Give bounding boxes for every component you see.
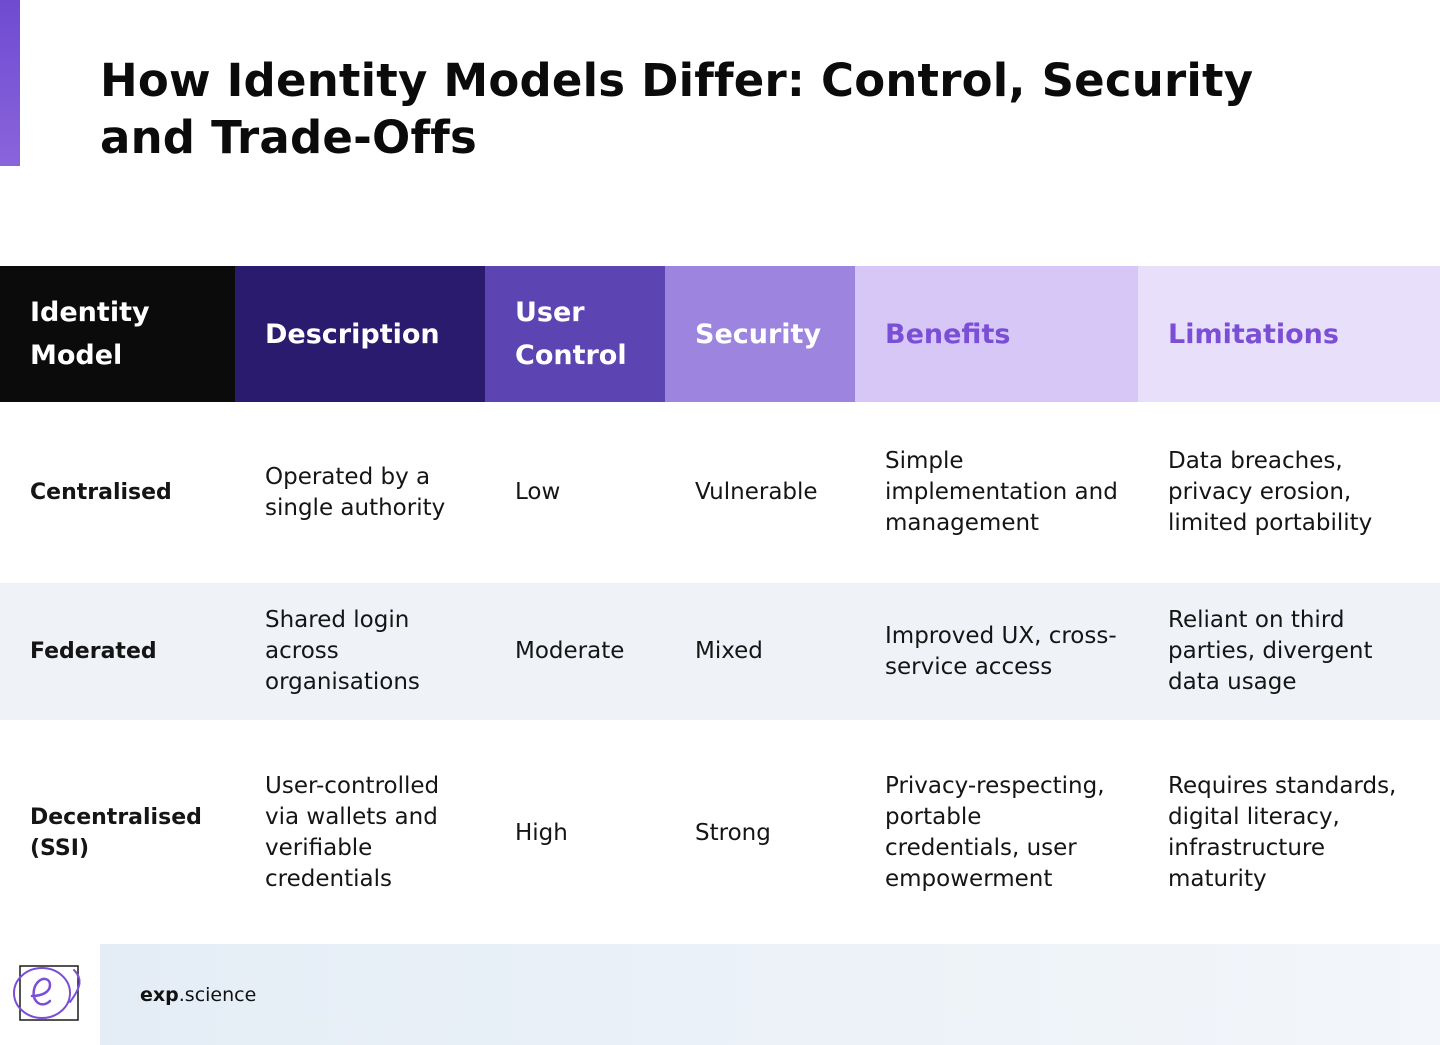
cell-user-control: High — [485, 720, 665, 946]
cell-limitations: Requires standards, digital literacy, in… — [1138, 720, 1440, 946]
table-row: Decentralised (SSI) User-controlled via … — [0, 720, 1440, 946]
page-title: How Identity Models Differ: Control, Sec… — [100, 54, 1254, 164]
table-header: Identity Model Description User Control … — [0, 266, 1440, 402]
cell-benefits: Simple implementation and management — [855, 402, 1138, 583]
cell-limitations: Data breaches, privacy erosion, limited … — [1138, 402, 1440, 583]
cell-benefits: Privacy-respecting, portable credentials… — [855, 720, 1138, 946]
cell-limitations: Reliant on third parties, divergent data… — [1138, 583, 1440, 720]
cell-description: Operated by a single authority — [235, 402, 485, 583]
cell-security: Vulnerable — [665, 402, 855, 583]
footer-band: exp.science — [100, 944, 1440, 1045]
header-description: Description — [235, 266, 485, 402]
cell-security: Strong — [665, 720, 855, 946]
cell-identity-model: Centralised — [0, 402, 235, 583]
accent-bar — [0, 0, 20, 166]
exp-science-logo-icon — [13, 965, 81, 1021]
brand-bold: exp — [140, 984, 179, 1006]
brand-rest: .science — [178, 984, 257, 1006]
header-identity-model: Identity Model — [0, 266, 235, 402]
cell-user-control: Low — [485, 402, 665, 583]
header-limitations: Limitations — [1138, 266, 1440, 402]
cell-description: Shared login across organisations — [235, 583, 485, 720]
cell-security: Mixed — [665, 583, 855, 720]
cell-description: User-controlled via wallets and verifiab… — [235, 720, 485, 946]
header-user-control: User Control — [485, 266, 665, 402]
header-benefits: Benefits — [855, 266, 1138, 402]
cell-identity-model: Decentralised (SSI) — [0, 720, 235, 946]
cell-benefits: Improved UX, cross-service access — [855, 583, 1138, 720]
comparison-table: Identity Model Description User Control … — [0, 266, 1440, 946]
brand-wordmark: exp.science — [140, 984, 256, 1006]
table-row: Centralised Operated by a single authori… — [0, 402, 1440, 583]
table-body: Centralised Operated by a single authori… — [0, 402, 1440, 946]
cell-identity-model: Federated — [0, 583, 235, 720]
table-row: Federated Shared login across organisati… — [0, 583, 1440, 720]
cell-user-control: Moderate — [485, 583, 665, 720]
header-security: Security — [665, 266, 855, 402]
header-row: Identity Model Description User Control … — [0, 266, 1440, 402]
